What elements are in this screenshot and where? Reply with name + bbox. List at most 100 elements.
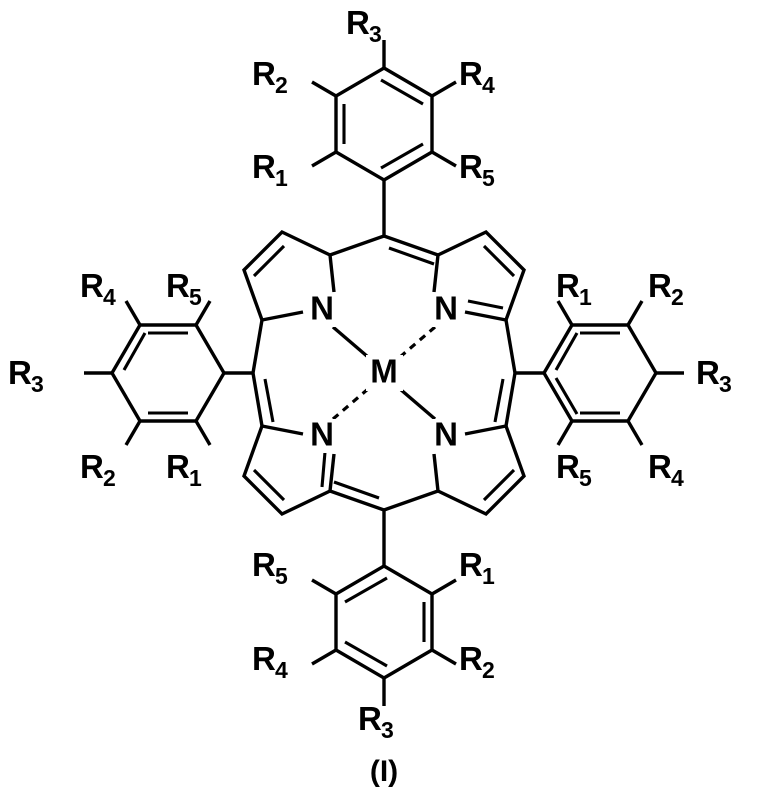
phenyl-top-inner-bond-upper-right: [380, 78, 424, 106]
label-right-r3-base: R: [696, 354, 720, 391]
label-left-r4-sub: 4: [103, 284, 116, 310]
phenyl-top-stub-meta-left: [311, 80, 337, 98]
meso-bridge-left-lower: [251, 372, 264, 427]
bond-n-bottom-left-to-metal: [331, 387, 370, 421]
phenyl-right-stub-meta-right: [626, 300, 644, 326]
phenyl-right-inner-bond-upper-left: [554, 332, 579, 371]
label-right-r5-base: R: [556, 448, 580, 485]
meso-right-double-bond: [493, 378, 505, 423]
porphyrin-macrocycle: N N N N M: [242, 229, 526, 517]
label-top-r3-sub: 3: [369, 21, 382, 47]
label-right-r1-sub: 1: [579, 284, 592, 310]
label-left-r4-base: R: [80, 267, 104, 304]
pyrrole-top-left-beta-double: [252, 244, 286, 278]
label-top-r1-sub: 1: [275, 165, 288, 191]
phenyl-right-stub-ortho-right: [626, 420, 644, 446]
pyrrole-top-right-n-ca: [464, 310, 507, 322]
pyrrole-top-left-n-ca: [261, 310, 304, 322]
phenyl-top-stub-meta-right: [431, 80, 457, 98]
phenyl-left-stub-ortho-left: [124, 420, 142, 446]
n-top-right-halo: [429, 293, 462, 327]
atom-label-n-bottom-left: N: [310, 416, 334, 453]
label-bottom-r4-base: R: [252, 640, 276, 677]
meso-bridge-bottom-left: [329, 489, 385, 512]
phenyl-bottom-stub-ortho-left: [311, 648, 337, 666]
label-bottom-r3-sub: 3: [381, 717, 394, 743]
meso-bridge-top-left: [329, 234, 385, 257]
phenyl-left-stub-ortho-right: [194, 420, 212, 446]
phenyl-ring-top: [311, 40, 457, 236]
phenyl-right-inner-bond-lower-left: [554, 377, 579, 415]
pyrrole-top-left-ca-n: [328, 254, 336, 293]
atom-label-n-top-right: N: [434, 290, 458, 327]
phenyl-top-inner-bond-lower-right: [380, 142, 424, 170]
label-top-r1-base: R: [252, 148, 276, 185]
label-right-r4-sub: 4: [671, 465, 684, 491]
label-top-r5-sub: 5: [482, 165, 495, 191]
label-right-r4-base: R: [648, 448, 672, 485]
label-right-r1-base: R: [556, 267, 580, 304]
label-left-r3-base: R: [8, 354, 32, 391]
atom-label-metal: M: [370, 353, 398, 390]
metal-halo: [366, 355, 403, 391]
pyrrole-bottom-left-n-double: [320, 451, 327, 488]
n-bottom-right-halo: [429, 419, 462, 453]
pyrrole-top-right-outer: [437, 229, 526, 321]
label-top-r5-base: R: [459, 148, 483, 185]
phenyl-bottom-stub-ortho-right: [431, 648, 457, 666]
pyrrole-top-right-n-double: [467, 299, 504, 310]
phenyl-left-hexagon: [110, 323, 226, 423]
label-left-r2-base: R: [80, 448, 104, 485]
phenyl-bottom-hexagon: [334, 564, 434, 680]
meso-bridge-right-upper: [504, 319, 517, 374]
label-left-r5-sub: 5: [189, 284, 202, 310]
label-top-r2-base: R: [252, 55, 276, 92]
pyrrole-bottom-right-ca-n: [432, 453, 440, 492]
phenyl-left-stub-meta-left: [124, 300, 142, 326]
atom-label-n-top-left: N: [310, 290, 334, 327]
figure-label: (I): [370, 755, 398, 788]
phenyl-top-hexagon: [334, 66, 434, 182]
phenyl-bottom-stub-meta-left: [311, 578, 337, 596]
label-bottom-r2-sub: 2: [482, 657, 495, 683]
meso-bridge-top-right: [383, 234, 439, 257]
bond-n-top-right-to-metal: [398, 325, 437, 359]
label-top-r3-base: R: [346, 4, 370, 41]
pyrrole-bottom-right-outer: [437, 425, 526, 517]
label-top-r4-base: R: [459, 55, 483, 92]
phenyl-bottom-inner-bond-lower-left: [344, 640, 388, 668]
label-right-r5-sub: 5: [579, 465, 592, 491]
label-bottom-r3-base: R: [358, 700, 382, 737]
label-bottom-r5-sub: 5: [275, 563, 288, 589]
pyrrole-bottom-right-beta-double: [482, 468, 516, 502]
label-bottom-r1-sub: 1: [482, 563, 495, 589]
label-right-r2-base: R: [648, 267, 672, 304]
label-right-r3-sub: 3: [719, 371, 732, 397]
label-left-r1-sub: 1: [189, 465, 202, 491]
label-bottom-r1-base: R: [459, 546, 483, 583]
phenyl-right-stub-meta-left: [556, 300, 574, 326]
phenyl-bottom-stub-meta-right: [431, 578, 457, 596]
phenyl-left-stub-meta-right: [194, 300, 212, 326]
meso-bottom-double-bond: [333, 480, 380, 500]
pyrrole-bottom-left-beta-double: [252, 468, 286, 502]
phenyl-left-inner-bond-upper-left: [122, 332, 147, 371]
pyrrole-top-right-beta-double: [482, 244, 516, 278]
phenyl-top-stub-ortho-left: [311, 150, 337, 168]
phenyl-top-stub-ortho-right: [431, 150, 457, 168]
label-bottom-r2-base: R: [459, 640, 483, 677]
phenyl-ring-left: [84, 300, 253, 446]
bond-n-top-left-to-metal: [331, 325, 370, 359]
pyrrole-bottom-left-outer: [242, 425, 331, 517]
label-left-r2-sub: 2: [103, 465, 116, 491]
label-right-r2-sub: 2: [671, 284, 684, 310]
label-top-r4-sub: 4: [482, 72, 495, 98]
label-left-r3-sub: 3: [31, 371, 44, 397]
phenyl-ring-right: [515, 300, 684, 446]
label-left-r5-base: R: [166, 267, 190, 304]
label-bottom-r5-base: R: [252, 546, 276, 583]
label-left-r1-base: R: [166, 448, 190, 485]
meso-bridge-right-lower: [504, 372, 517, 427]
